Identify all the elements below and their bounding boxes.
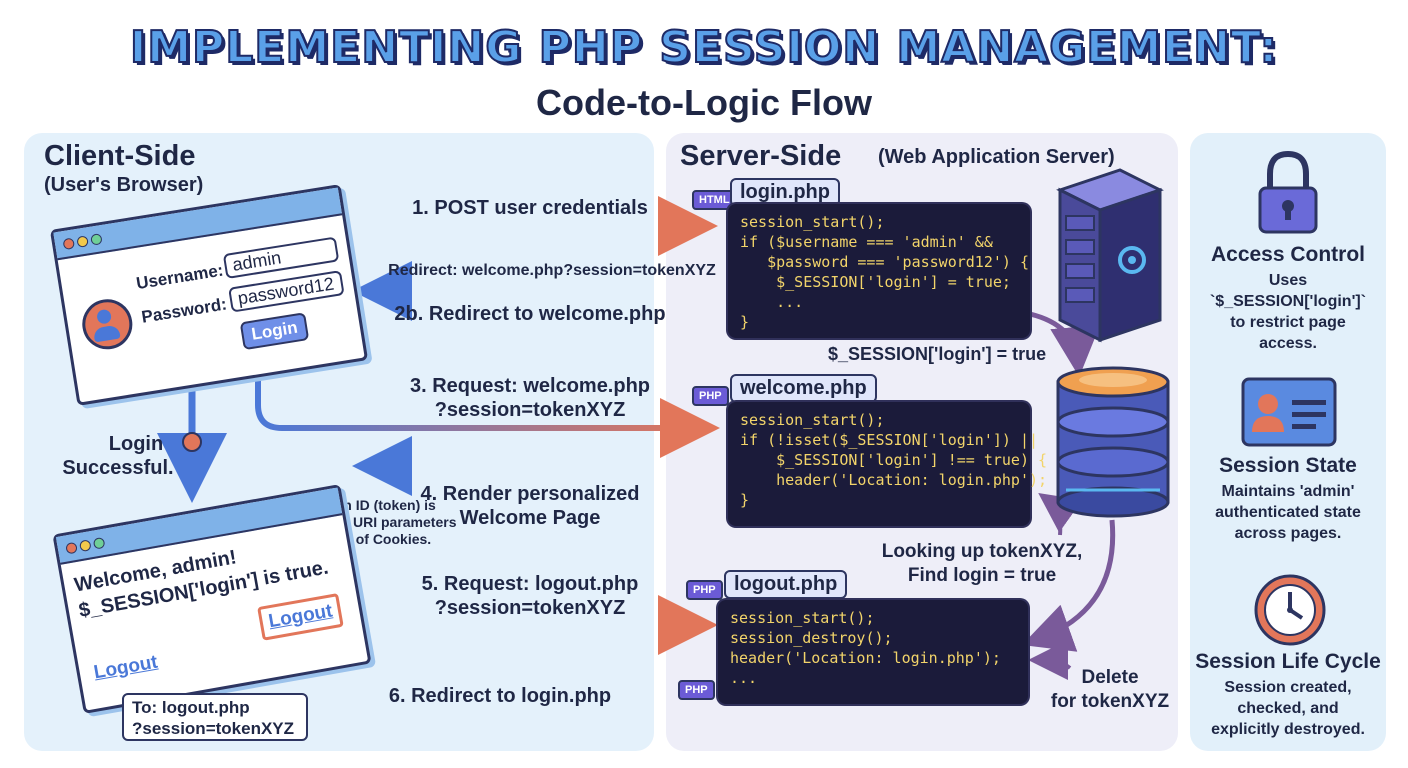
server-subheading: (Web Application Server)	[878, 146, 1115, 168]
lock-icon	[1258, 150, 1318, 234]
arrow-session-set	[1029, 311, 1101, 377]
step-5-label: 5. Request: logout.php?session=tokenXYZ	[421, 573, 639, 619]
step-6-label: 6. Redirect to login.php	[388, 685, 612, 707]
file-name-welcome: welcome.php	[730, 374, 877, 403]
client-subheading: (User's Browser)	[44, 174, 204, 196]
server-rack-icon	[1056, 168, 1164, 343]
clock-icon	[1254, 574, 1326, 646]
step-3-label: 3. Request: welcome.php?session=tokenXYZ	[409, 375, 651, 421]
session-lifecycle-title: Session Life Cycle	[1195, 650, 1381, 673]
session-state-title: Session State	[1219, 454, 1357, 477]
logout-link[interactable]: Logout	[92, 651, 160, 684]
arrow-delete	[1028, 640, 1072, 681]
id-card-icon	[1241, 377, 1337, 447]
password-label: Password:	[140, 294, 229, 327]
login-successful-label: Login	[108, 433, 164, 455]
file-badge-php-extra: PHP	[678, 680, 715, 700]
login-successful-label-2: Successful.	[62, 457, 174, 479]
login-button[interactable]: Login	[239, 312, 310, 351]
step-2b-label: 2b. Redirect to welcome.php	[394, 303, 666, 325]
file-badge-php-logout: PHP	[686, 580, 723, 600]
session-set-label: $_SESSION['login'] = true	[828, 344, 1047, 364]
diagram-subtitle: Code-to-Logic Flow	[536, 82, 872, 123]
arrow-lookup	[1038, 493, 1083, 536]
lookup-label: Looking up tokenXYZ,Find login = true	[881, 541, 1083, 586]
logout-link-tooltip: To: logout.php ?session=tokenXYZ	[122, 693, 308, 741]
username-label: Username:	[134, 260, 225, 294]
file-name-login: login.php	[730, 178, 840, 207]
code-block-logout: session_start(); session_destroy(); head…	[718, 600, 1028, 704]
redirect-url-label: Redirect: welcome.php?session=tokenXYZ	[388, 262, 716, 279]
user-avatar	[78, 295, 136, 353]
file-name-logout: logout.php	[724, 570, 848, 599]
file-badge-php-welcome: PHP	[692, 386, 729, 406]
logout-button[interactable]: Logout	[257, 592, 345, 641]
access-control-title: Access Control	[1210, 243, 1366, 266]
session-database-icon	[1056, 366, 1170, 518]
code-block-welcome: session_start(); if (!isset($_SESSION['l…	[728, 402, 1047, 526]
arrow-db-logout	[1021, 519, 1116, 652]
password-field[interactable]: password12	[228, 270, 345, 313]
code-block-login: session_start(); if ($username === 'admi…	[728, 204, 1030, 338]
arrow-request-welcome	[255, 368, 720, 458]
step-1-label: 1. POST user credentials	[412, 197, 648, 219]
server-heading: Server-Side	[680, 140, 842, 172]
access-control-text: Uses`$_SESSION['login']`to restrict page…	[1209, 272, 1367, 352]
diagram-title: IMPLEMENTING PHP SESSION MANAGEMENT:	[129, 21, 1279, 74]
client-heading: Client-Side	[44, 140, 196, 172]
